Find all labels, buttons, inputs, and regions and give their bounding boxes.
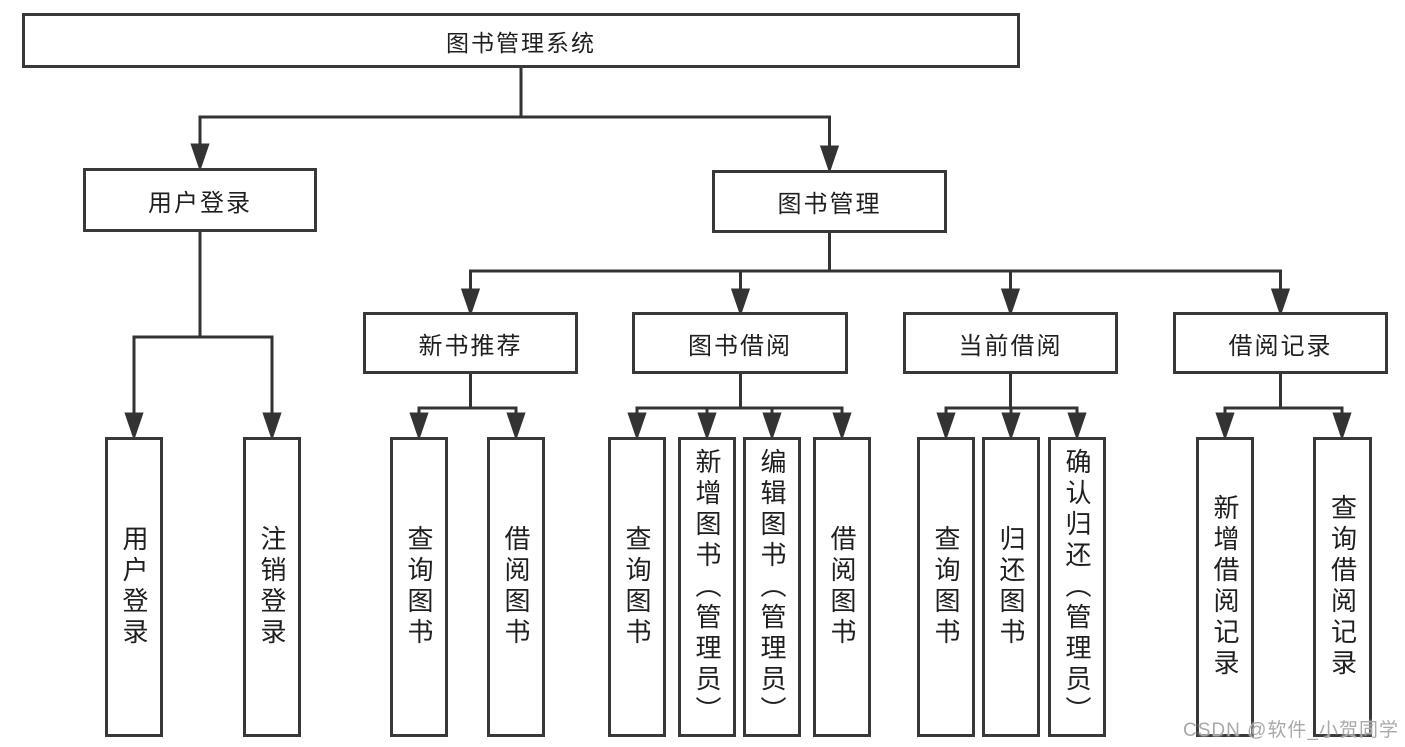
leaf-borrow-books-borrowing-label: 借阅图书 [827, 525, 857, 649]
leaf-query-books-borrowing: 查询图书 [608, 437, 666, 737]
node-new-book-recommend: 新书推荐 [363, 312, 578, 374]
leaf-query-books-recommend: 查询图书 [390, 437, 448, 737]
node-user-login-label: 用户登录 [148, 189, 252, 217]
node-root-label: 图书管理系统 [446, 29, 596, 56]
node-book-management: 图书管理 [712, 170, 947, 233]
node-borrow-records: 借阅记录 [1173, 312, 1388, 374]
leaf-add-borrow-record-label: 新增借阅记录 [1210, 494, 1240, 680]
leaf-add-books-admin: 新增图书（管理员） [678, 437, 736, 737]
leaf-user-login: 用户登录 [105, 437, 163, 737]
leaf-query-books-current-label: 查询图书 [931, 525, 961, 649]
node-current-borrowing-label: 当前借阅 [958, 332, 1063, 360]
leaf-query-books-borrowing-label: 查询图书 [622, 525, 652, 649]
node-current-borrowing: 当前借阅 [903, 312, 1118, 374]
leaf-query-books-recommend-label: 查询图书 [404, 525, 434, 649]
leaf-borrow-books-recommend-label: 借阅图书 [501, 525, 531, 649]
leaf-query-books-current: 查询图书 [917, 437, 975, 737]
leaf-logout: 注销登录 [243, 437, 301, 737]
node-book-management-label: 图书管理 [777, 191, 882, 218]
leaf-add-books-admin-label: 新增图书（管理员） [692, 447, 722, 727]
leaf-borrow-books-borrowing: 借阅图书 [813, 437, 871, 737]
node-book-borrowing: 图书借阅 [632, 312, 848, 374]
csdn-watermark: CSDN @软件_小贺同学 [1183, 720, 1399, 741]
node-root: 图书管理系统 [22, 13, 1020, 68]
node-new-book-recommend-label: 新书推荐 [418, 332, 523, 360]
leaf-edit-books-admin-label: 编辑图书（管理员） [757, 447, 787, 727]
node-borrow-records-label: 借阅记录 [1228, 332, 1333, 360]
leaf-return-books: 归还图书 [982, 437, 1040, 737]
leaf-query-borrow-record-label: 查询借阅记录 [1327, 494, 1358, 680]
leaf-edit-books-admin: 编辑图书（管理员） [743, 437, 801, 737]
leaf-confirm-return-admin: 确认归还（管理员） [1048, 437, 1106, 737]
leaf-query-borrow-record: 查询借阅记录 [1313, 437, 1372, 737]
leaf-logout-label: 注销登录 [257, 525, 287, 649]
leaf-add-borrow-record: 新增借阅记录 [1196, 437, 1254, 737]
leaf-return-books-label: 归还图书 [996, 525, 1026, 649]
node-book-borrowing-label: 图书借阅 [688, 332, 792, 360]
leaf-borrow-books-recommend: 借阅图书 [487, 437, 545, 737]
leaf-user-login-label: 用户登录 [119, 525, 149, 649]
node-user-login: 用户登录 [83, 168, 317, 232]
leaf-confirm-return-admin-label: 确认归还（管理员） [1062, 447, 1092, 727]
